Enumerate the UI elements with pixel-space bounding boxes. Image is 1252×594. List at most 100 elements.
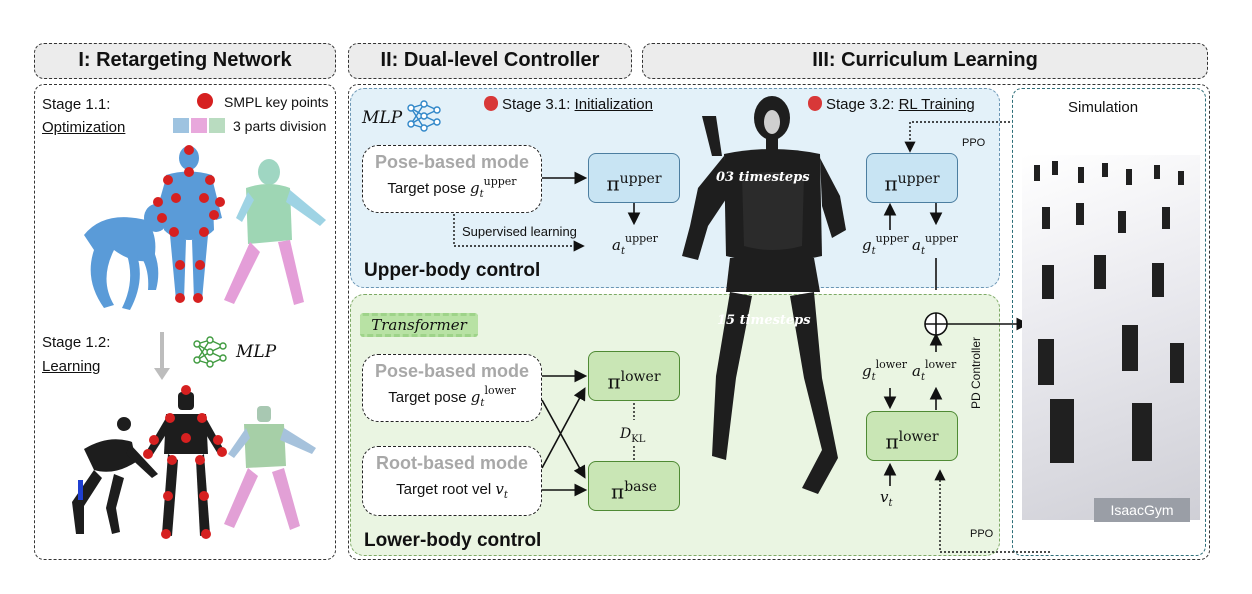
humanoid-robot bbox=[682, 96, 846, 494]
stage-1-1-label: Stage 1.1: bbox=[42, 96, 111, 113]
v-base: v bbox=[495, 480, 504, 498]
lower-pose-mode-box: Pose-based mode Target pose gtlower bbox=[362, 354, 542, 422]
stage-1-1-sub: Optimization bbox=[42, 119, 126, 136]
g-upper-symbol: gtupper bbox=[469, 175, 517, 200]
lower-target-pose: Target pose bbox=[388, 389, 467, 406]
g-base: g bbox=[862, 362, 872, 380]
robot-figures bbox=[72, 385, 316, 539]
simulation-scene bbox=[1022, 155, 1200, 520]
supervised-learning-label: Supervised learning bbox=[462, 224, 577, 239]
g-upper-subscript: t bbox=[479, 189, 484, 200]
smpl-body-figures bbox=[84, 145, 326, 310]
g-upper-base: g bbox=[469, 179, 480, 197]
g-base: g bbox=[862, 236, 872, 254]
g-lower-base: g bbox=[470, 388, 481, 406]
a-sup: upper bbox=[924, 232, 958, 245]
header-dual-level: II: Dual-level Controller bbox=[348, 43, 632, 79]
v-sub: t bbox=[503, 490, 508, 501]
mlp-label-retarget: MLP bbox=[236, 342, 277, 362]
pi-upper-label: upper bbox=[897, 171, 940, 187]
g-upper-rl: gtupper bbox=[862, 232, 909, 257]
g-lower-rl: gtlower bbox=[862, 358, 907, 383]
a-base: a bbox=[912, 236, 921, 254]
stage-3-1-label: Stage 3.1: Initialization bbox=[502, 96, 653, 113]
neural-network-icon-upper bbox=[407, 100, 441, 132]
simulation-region bbox=[1012, 88, 1206, 556]
mlp-label-upper: MLP bbox=[362, 108, 403, 128]
stage-3-2-label: Stage 3.2: RL Training bbox=[826, 96, 975, 113]
upper-pose-mode-box: Pose-based mode Target pose gtupper bbox=[362, 145, 542, 213]
a-sub: t bbox=[620, 246, 625, 257]
strawberry-icon-1 bbox=[484, 96, 498, 111]
g-lower-superscript: lower bbox=[484, 384, 516, 397]
pi-base-label: base bbox=[624, 479, 657, 495]
neural-network-icon bbox=[193, 336, 227, 368]
a-sup: lower bbox=[924, 358, 957, 371]
pi-lower-label: lower bbox=[620, 369, 661, 385]
lower-arrows bbox=[541, 312, 1050, 553]
a-base: a bbox=[612, 236, 621, 254]
stage-3-1-sub: Initialization bbox=[574, 96, 653, 113]
stage-3-2-text: Stage 3.2: bbox=[826, 96, 899, 113]
target-root-vel: Target root vel bbox=[396, 481, 492, 498]
legend-parts: 3 parts division bbox=[233, 118, 327, 134]
pi-upper-rl-box: πupper bbox=[866, 153, 958, 203]
timesteps-lower: 15 timesteps bbox=[717, 313, 811, 328]
g-upper-superscript: upper bbox=[483, 175, 517, 188]
ppo-top-label: PPO bbox=[962, 137, 986, 149]
lower-pose-mode-text: Target pose gtlower bbox=[363, 384, 541, 409]
isaacgym-badge: IsaacGym bbox=[1094, 498, 1190, 522]
stage-arrow-down bbox=[154, 332, 170, 380]
panel-retargeting bbox=[34, 84, 336, 560]
v-base: v bbox=[880, 488, 889, 506]
a-sub: t bbox=[920, 246, 925, 257]
upper-pose-mode-title: Pose-based mode bbox=[374, 152, 530, 172]
a-upper-init: atupper bbox=[612, 232, 658, 257]
a-base: a bbox=[912, 362, 921, 380]
pi-symbol: π bbox=[606, 171, 620, 196]
dkl-sub: KL bbox=[631, 434, 646, 445]
stage-3-1-text: Stage 3.1: bbox=[502, 96, 575, 113]
pi-lower-rl-label: lower bbox=[898, 429, 939, 445]
upper-arrows bbox=[453, 121, 1010, 290]
ppo-bottom-label: PPO bbox=[970, 528, 994, 540]
lower-body-control-label: Lower-body control bbox=[364, 530, 542, 551]
dkl-label: DKL bbox=[620, 426, 646, 445]
strawberry-icon-2 bbox=[808, 96, 822, 111]
stage-3-2-sub: RL Training bbox=[898, 96, 975, 113]
simulation-title: Simulation bbox=[1068, 99, 1139, 116]
pi-base-box: πbase bbox=[588, 461, 680, 511]
panel-controller bbox=[348, 84, 1210, 560]
header-retargeting: I: Retargeting Network bbox=[34, 43, 336, 79]
pi-symbol: π bbox=[607, 369, 621, 394]
root-mode-box: Root-based mode Target root vel vt bbox=[362, 446, 542, 516]
pi-lower-rl-box: πlower bbox=[866, 411, 958, 461]
stage-1-2-label: Stage 1.2: bbox=[42, 334, 111, 351]
transformer-label: Transformer bbox=[371, 316, 467, 334]
v-symbol: vt bbox=[495, 480, 508, 501]
transformer-tag: Transformer bbox=[360, 313, 478, 337]
g-sub: t bbox=[871, 372, 876, 383]
a-lower-rl: atlower bbox=[912, 358, 956, 383]
g-sup: upper bbox=[875, 232, 909, 245]
isaacgym-label: IsaacGym bbox=[1110, 502, 1174, 518]
v-rl: vt bbox=[880, 488, 893, 509]
a-sub: t bbox=[920, 372, 925, 383]
pi-lower-box: πlower bbox=[588, 351, 680, 401]
g-sub: t bbox=[871, 246, 876, 257]
g-lower-symbol: gtlower bbox=[470, 384, 516, 409]
root-mode-title: Root-based mode bbox=[375, 453, 528, 473]
legend-smpl: SMPL key points bbox=[224, 94, 329, 110]
v-sub: t bbox=[888, 498, 893, 509]
pi-symbol: π bbox=[885, 429, 899, 454]
pi-upper-label: upper bbox=[619, 171, 662, 187]
pi-symbol: π bbox=[611, 479, 625, 504]
simulation-robots bbox=[1034, 161, 1184, 463]
timesteps-upper: 03 timesteps bbox=[716, 170, 810, 185]
g-sup: lower bbox=[875, 358, 907, 371]
stage-1-2-sub: Learning bbox=[42, 358, 101, 375]
header-curriculum: III: Curriculum Learning bbox=[642, 43, 1208, 79]
upper-target-pose: Target pose bbox=[387, 180, 466, 197]
smpl-point-legend-icon bbox=[197, 93, 213, 109]
upper-pose-mode-text: Target pose gtupper bbox=[363, 175, 541, 200]
